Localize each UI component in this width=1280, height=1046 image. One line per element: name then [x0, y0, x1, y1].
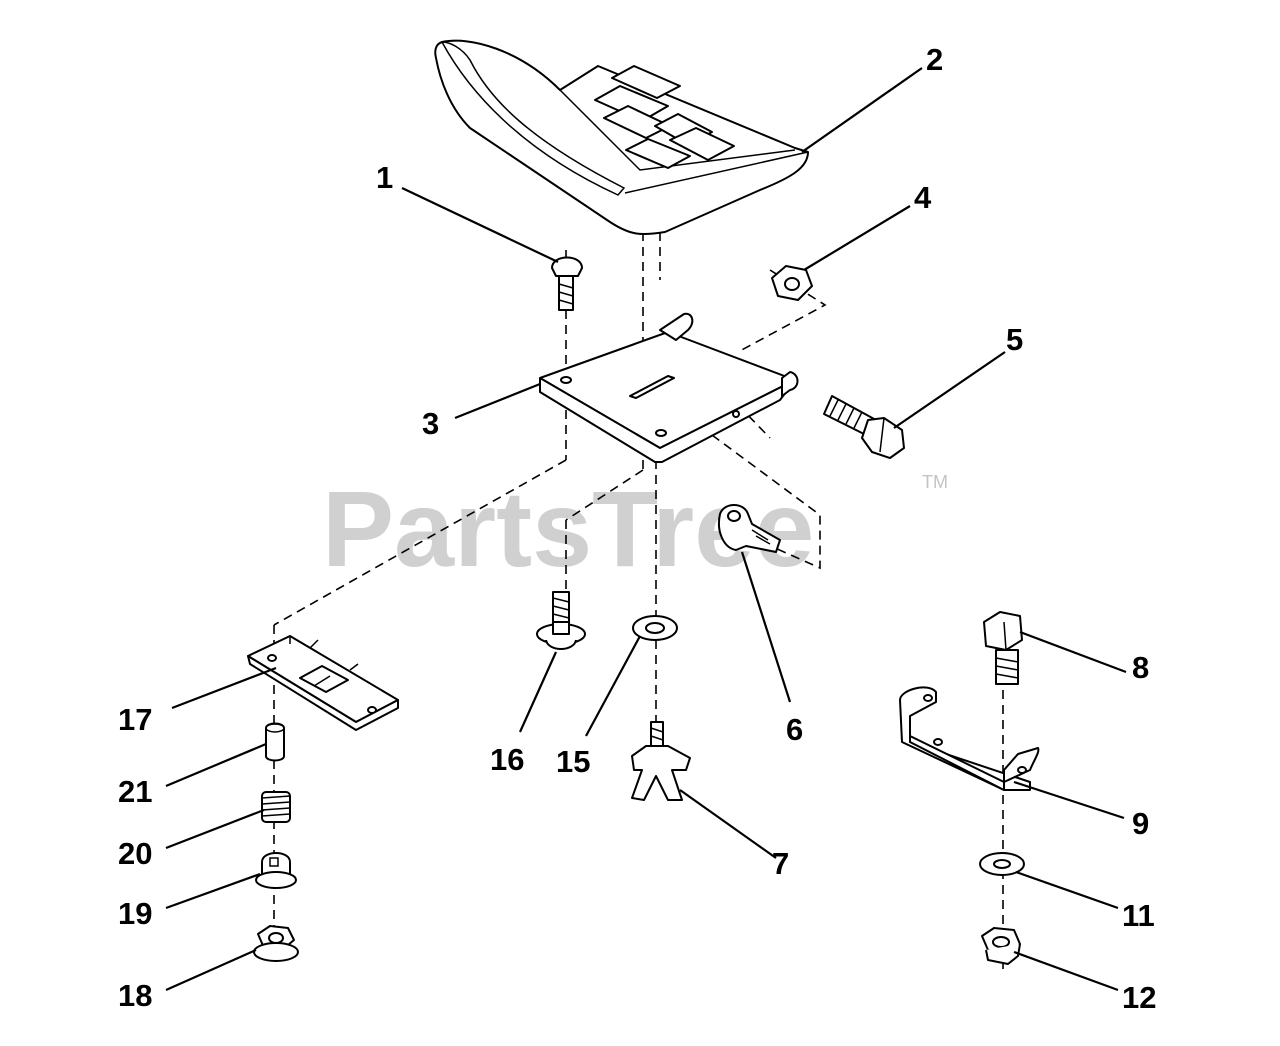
hex-bolt-8 — [983, 611, 1023, 685]
callout-16: 16 — [490, 742, 524, 777]
callout-18: 18 — [118, 978, 152, 1013]
bracket — [899, 686, 1040, 791]
callout-2: 2 — [926, 42, 943, 77]
callout-9: 9 — [1132, 806, 1149, 841]
flange-nut-18 — [253, 925, 299, 962]
callout-17: 17 — [118, 702, 152, 737]
callout-19: 19 — [118, 896, 152, 931]
callout-3-label: 3 — [422, 406, 439, 441]
hex-nut-4 — [771, 265, 813, 301]
spring — [261, 791, 291, 823]
callout-4: 4 — [914, 180, 932, 215]
callouts: 1 2 16 3 4 5 6 7 8 9 11 12 15 16 17 18 1… — [118, 42, 1156, 1015]
callout-7: 7 — [772, 846, 789, 881]
flat-washer-15 — [632, 615, 678, 641]
carriage-bolt — [551, 256, 583, 311]
callout-12: 12 — [1122, 980, 1156, 1015]
seat — [434, 39, 809, 236]
callout-8: 8 — [1132, 650, 1149, 685]
callout-5: 5 — [1006, 322, 1023, 357]
callout-11: 11 — [1122, 898, 1155, 933]
slide-plate — [247, 635, 399, 731]
callout-21: 21 — [118, 774, 152, 809]
knob — [631, 721, 691, 801]
lock-nut-12 — [981, 927, 1021, 965]
adjustment-lever — [718, 504, 781, 553]
watermark-trademark: TM — [922, 472, 948, 492]
callout-20: 20 — [118, 836, 152, 871]
callout-1: 1 — [376, 160, 393, 195]
shoulder-bolt — [536, 591, 586, 650]
callout-15: 15 — [556, 744, 590, 779]
pin — [265, 722, 285, 762]
bushing — [255, 852, 297, 889]
callout-6: 6 — [786, 712, 803, 747]
hex-bolt-5 — [823, 395, 905, 459]
flat-washer-11 — [979, 852, 1025, 876]
leader-lines — [165, 67, 1127, 992]
seat-pan — [539, 312, 799, 463]
